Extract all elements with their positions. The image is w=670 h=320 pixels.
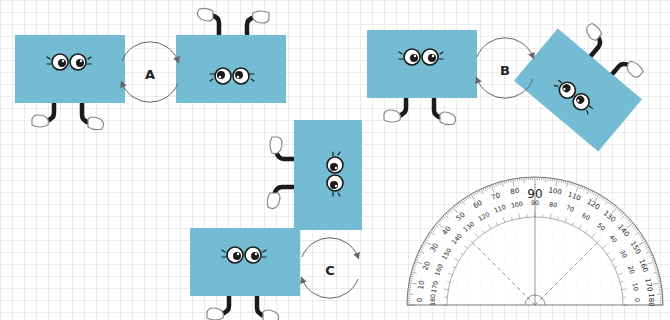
- scale-number: 180: [647, 293, 654, 306]
- inner-scale-number: 180: [430, 294, 436, 306]
- rotation-arrow: [122, 83, 178, 102]
- inner-scale-number: 80: [548, 201, 557, 209]
- scale-number: 80: [510, 188, 520, 196]
- rotation-label: C: [325, 264, 335, 277]
- scale-number: 170: [644, 278, 653, 292]
- block-figure: [514, 8, 659, 151]
- block-figure: [15, 35, 125, 130]
- protractor: [407, 177, 663, 305]
- rotation-label: B: [500, 64, 510, 77]
- rotation-label: A: [145, 68, 155, 81]
- block-figure: [267, 120, 362, 230]
- rotation-arrow: [477, 38, 533, 57]
- rotation-arrow: [302, 238, 358, 257]
- rotation-arrow: [302, 279, 358, 298]
- scale-number: 90: [527, 188, 542, 200]
- block-figure: [176, 8, 286, 103]
- scale-number: 10: [418, 280, 426, 290]
- block-figure: [367, 30, 477, 125]
- inner-scale-number: 0: [634, 298, 640, 302]
- rotation-arrow: [122, 42, 178, 61]
- scale-number: 0: [417, 298, 424, 302]
- block-figure: [190, 228, 300, 320]
- inner-scale-number: 10: [632, 283, 640, 292]
- rotation-arrow: [477, 79, 533, 98]
- inner-scale-number: 90: [531, 200, 539, 206]
